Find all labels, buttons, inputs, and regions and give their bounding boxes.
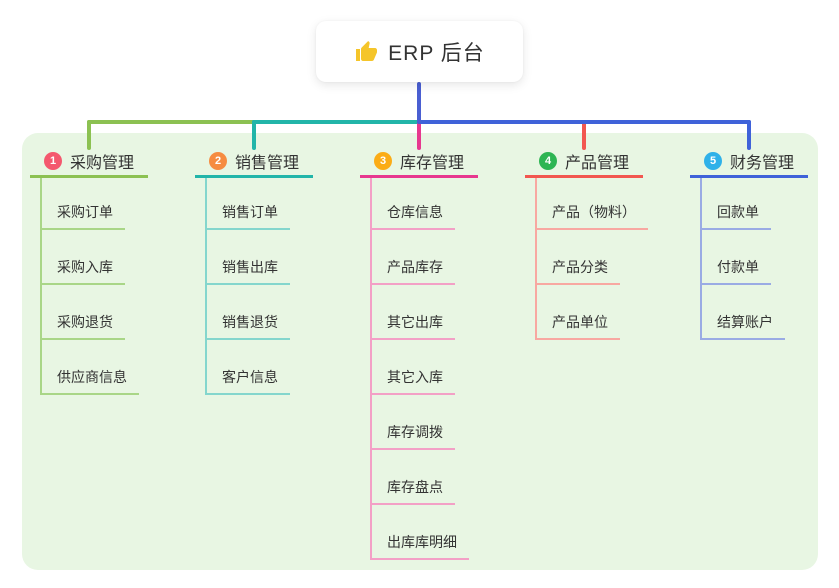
child-node[interactable]: 产品库存: [370, 259, 455, 285]
child-node[interactable]: 销售订单: [205, 204, 290, 230]
branch-trunk-line: [205, 178, 207, 395]
branch-node[interactable]: 3 库存管理: [360, 146, 478, 178]
branch-connector-line: [417, 120, 751, 124]
branch-trunk-line: [700, 178, 702, 340]
branch-drop-line: [417, 120, 421, 150]
child-node[interactable]: 采购订单: [40, 204, 125, 230]
branch-trunk-line: [535, 178, 537, 340]
root-node-label: ERP 后台: [388, 41, 485, 65]
root-connector-line: [417, 82, 421, 124]
branch-node[interactable]: 5 财务管理: [690, 146, 808, 178]
child-node[interactable]: 库存盘点: [370, 479, 455, 505]
branch-number-badge: 3: [374, 151, 392, 170]
child-node[interactable]: 付款单: [700, 259, 771, 285]
child-node[interactable]: 销售出库: [205, 259, 290, 285]
branch-node[interactable]: 1 采购管理: [30, 146, 148, 178]
branch-label: 产品管理: [565, 154, 630, 172]
branch-node[interactable]: 4 产品管理: [525, 146, 643, 178]
branch-number-badge: 5: [704, 151, 722, 170]
child-node[interactable]: 产品单位: [535, 314, 620, 340]
child-node[interactable]: 客户信息: [205, 369, 290, 395]
branch-drop-line: [582, 120, 586, 150]
child-node[interactable]: 销售退货: [205, 314, 290, 340]
branch-drop-line: [252, 120, 256, 150]
branch-number-badge: 2: [209, 151, 227, 170]
branch-label: 采购管理: [70, 154, 135, 172]
branch-connector-line: [252, 120, 421, 124]
thumbs-up-icon: [356, 40, 378, 61]
child-node[interactable]: 其它入库: [370, 369, 455, 395]
child-node[interactable]: 回款单: [700, 204, 771, 230]
child-node[interactable]: 其它出库: [370, 314, 455, 340]
branch-number-badge: 1: [44, 151, 62, 170]
child-node[interactable]: 出库库明细: [370, 534, 469, 560]
child-node[interactable]: 采购入库: [40, 259, 125, 285]
branch-label: 销售管理: [235, 154, 300, 172]
branch-drop-line: [87, 120, 91, 150]
child-node[interactable]: 仓库信息: [370, 204, 455, 230]
child-node[interactable]: 产品分类: [535, 259, 620, 285]
branch-trunk-line: [370, 178, 372, 560]
branch-number-badge: 4: [539, 151, 557, 170]
mindmap-panel: [22, 133, 818, 570]
child-node[interactable]: 供应商信息: [40, 369, 139, 395]
root-node[interactable]: ERP 后台: [316, 21, 523, 82]
branch-label: 库存管理: [400, 154, 465, 172]
branch-trunk-line: [40, 178, 42, 395]
child-node[interactable]: 结算账户: [700, 314, 785, 340]
branch-node[interactable]: 2 销售管理: [195, 146, 313, 178]
child-node[interactable]: 库存调拨: [370, 424, 455, 450]
branch-label: 财务管理: [730, 154, 795, 172]
branch-drop-line: [747, 120, 751, 150]
child-node[interactable]: 产品（物料）: [535, 204, 648, 230]
child-node[interactable]: 采购退货: [40, 314, 125, 340]
